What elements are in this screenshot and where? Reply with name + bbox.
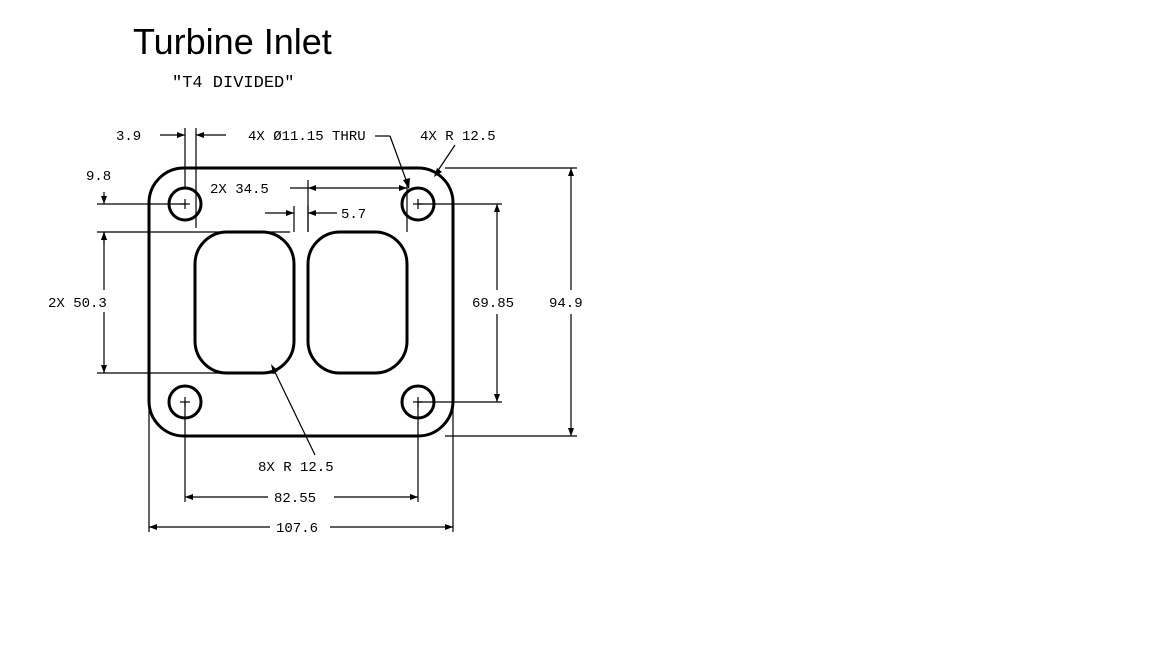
dim-label-overall-height: 94.9 — [549, 296, 583, 312]
flange-outline — [147, 166, 455, 438]
dim-label-hole-top-offset: 9.8 — [86, 169, 111, 185]
dim-label-port-width: 2X 34.5 — [210, 182, 269, 198]
dim-port-gap — [265, 206, 337, 232]
leader-port-radius — [271, 364, 316, 456]
dim-overall-height — [445, 167, 577, 437]
dim-label-corner-radius: 4X R 12.5 — [420, 129, 496, 145]
dim-label-hole-edge-offset: 3.9 — [116, 129, 141, 145]
right-port — [306, 230, 409, 375]
dim-hole-edge-offset — [160, 128, 226, 228]
leader-corner-radius — [434, 144, 456, 177]
dim-label-hole-horizontal-spacing: 82.55 — [274, 491, 316, 507]
dim-hole-horizontal-spacing — [184, 402, 419, 502]
dim-label-overall-width: 107.6 — [276, 521, 318, 537]
dim-label-port-height: 2X 50.3 — [48, 296, 107, 312]
dim-port-height — [97, 232, 275, 374]
dim-label-port-gap: 5.7 — [341, 207, 366, 223]
left-port — [193, 230, 296, 375]
dim-label-hole-vertical-spacing: 69.85 — [472, 296, 514, 312]
dim-label-hole-spec: 4X Ø11.15 THRU — [248, 129, 366, 145]
dim-hole-vertical-spacing — [418, 203, 502, 403]
dim-overall-width — [148, 402, 454, 532]
drawing-title: Turbine Inlet — [133, 21, 332, 62]
leader-hole-spec — [375, 135, 410, 189]
dim-label-port-radius: 8X R 12.5 — [258, 460, 334, 476]
drawing-subtitle: "T4 DIVIDED" — [172, 74, 294, 93]
